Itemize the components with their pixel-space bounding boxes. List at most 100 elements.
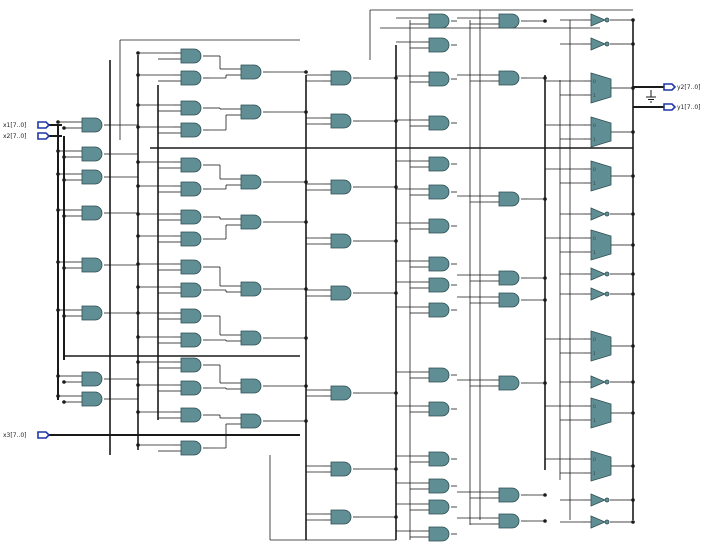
junction-dot [394, 76, 398, 80]
and-gate-col1-2[interactable] [74, 169, 110, 185]
and-gate-col5-13[interactable] [421, 478, 457, 494]
and-gate-col2-10[interactable] [173, 308, 209, 324]
junction-dot [304, 220, 308, 224]
and-gate-col3-6[interactable] [233, 378, 269, 394]
mux-m1[interactable]: 01 [584, 116, 618, 148]
not-gate-n3[interactable] [583, 267, 617, 281]
and-gate-col2-11[interactable] [173, 332, 209, 348]
and-gate-col2-6[interactable] [173, 209, 209, 225]
and-gate-col3-2[interactable] [233, 174, 269, 190]
and-gate-col6-4[interactable] [491, 292, 527, 308]
and-gate-body [498, 292, 520, 308]
not-gate-n1[interactable] [583, 37, 617, 51]
and-gate-col2-9[interactable] [173, 282, 209, 298]
mux-m3[interactable]: 01 [584, 229, 618, 261]
and-gate-col4-4[interactable] [323, 285, 359, 301]
and-gate-body [240, 64, 262, 80]
and-gate-col5-7[interactable] [421, 256, 457, 272]
and-gate-col2-5[interactable] [173, 181, 209, 197]
and-gate-body [498, 487, 520, 503]
not-gate-n4[interactable] [583, 287, 617, 301]
and-gate-col1-7[interactable] [74, 391, 110, 407]
and-gate-col3-7[interactable] [233, 413, 269, 429]
and-gate-col5-6[interactable] [421, 218, 457, 234]
mux-m0[interactable]: 01 [584, 72, 618, 104]
and-gate-col6-5[interactable] [491, 375, 527, 391]
and-gate-col6-3[interactable] [491, 270, 527, 286]
and-gate-col6-2[interactable] [491, 191, 527, 207]
and-gate-col6-1[interactable] [491, 70, 527, 86]
mux-pin-0: 0 [593, 337, 596, 343]
and-gate-body [180, 259, 202, 275]
and-gate-col5-0[interactable] [421, 13, 457, 29]
and-gate-col5-12[interactable] [421, 451, 457, 467]
and-gate-col5-8[interactable] [421, 277, 457, 293]
input-port-x2[interactable]: x2[7..0] [3, 132, 51, 140]
not-gate-n2[interactable] [583, 207, 617, 221]
and-gate-col5-1[interactable] [421, 37, 457, 53]
junction-dot [136, 410, 140, 414]
and-gate-col5-15[interactable] [421, 526, 457, 542]
and-gate-col5-3[interactable] [421, 115, 457, 131]
junction-dot [56, 120, 60, 124]
and-gate-col2-7[interactable] [173, 231, 209, 247]
and-gate-col2-2[interactable] [173, 100, 209, 116]
and-gate-col2-14[interactable] [173, 407, 209, 423]
and-gate-col5-4[interactable] [421, 156, 457, 172]
mux-m6[interactable]: 01 [584, 450, 618, 482]
junction-dot [543, 298, 547, 302]
and-gate-col4-2[interactable] [323, 179, 359, 195]
mux-m4[interactable]: 01 [584, 330, 618, 362]
and-gate-col5-9[interactable] [421, 302, 457, 318]
input-port-x2-shape [37, 132, 51, 140]
and-gate-col3-1[interactable] [233, 104, 269, 120]
and-gate-col5-14[interactable] [421, 499, 457, 515]
and-gate-col3-3[interactable] [233, 214, 269, 230]
and-gate-col2-12[interactable] [173, 357, 209, 373]
junction-dot [136, 335, 140, 339]
and-gate-col2-3[interactable] [173, 122, 209, 138]
and-gate-col2-4[interactable] [173, 157, 209, 173]
and-gate-col4-3[interactable] [323, 233, 359, 249]
and-gate-col6-7[interactable] [491, 513, 527, 529]
and-gate-col4-7[interactable] [323, 509, 359, 525]
and-gate-col3-0[interactable] [233, 64, 269, 80]
and-gate-col4-1[interactable] [323, 113, 359, 129]
not-gate-n5[interactable] [583, 375, 617, 389]
and-gate-col4-6[interactable] [323, 461, 359, 477]
and-gate-col2-0[interactable] [173, 48, 209, 64]
not-gate-n7[interactable] [583, 515, 617, 529]
not-gate-n0[interactable] [583, 13, 617, 27]
and-gate-col4-5[interactable] [323, 385, 359, 401]
and-gate-col1-6[interactable] [74, 371, 110, 387]
and-gate-col2-8[interactable] [173, 259, 209, 275]
output-port-y1[interactable]: y1[7..0] [663, 103, 701, 111]
and-gate-col5-2[interactable] [421, 71, 457, 87]
mux-m2[interactable]: 01 [584, 160, 618, 192]
and-gate-col1-5[interactable] [74, 305, 110, 321]
and-gate-col1-4[interactable] [74, 257, 110, 273]
mux-m5[interactable]: 01 [584, 397, 618, 429]
and-gate-col2-13[interactable] [173, 380, 209, 396]
and-gate-col6-6[interactable] [491, 487, 527, 503]
and-gate-body [330, 233, 352, 249]
and-gate-col2-15[interactable] [173, 440, 209, 456]
and-gate-col5-11[interactable] [421, 401, 457, 417]
and-gate-col5-5[interactable] [421, 184, 457, 200]
and-gate-col3-4[interactable] [233, 281, 269, 297]
and-gate-col2-1[interactable] [173, 70, 209, 86]
and-gate-col1-1[interactable] [74, 146, 110, 162]
and-gate-col6-0[interactable] [491, 13, 527, 29]
output-port-y2[interactable]: y2[7..0] [663, 83, 701, 91]
input-port-x1[interactable]: x1[7..0] [3, 121, 51, 129]
junction-dot [543, 493, 547, 497]
not-gate-n6[interactable] [583, 493, 617, 507]
and-gate-col4-0[interactable] [323, 70, 359, 86]
input-port-x3[interactable]: x3[7..0] [3, 431, 51, 439]
and-gate-col1-3[interactable] [74, 205, 110, 221]
and-gate-col3-5[interactable] [233, 330, 269, 346]
and-gate-col5-10[interactable] [421, 367, 457, 383]
and-gate-col1-0[interactable] [74, 117, 110, 133]
mux-pin-0: 0 [593, 457, 596, 463]
mux-pin-1: 1 [593, 181, 596, 187]
